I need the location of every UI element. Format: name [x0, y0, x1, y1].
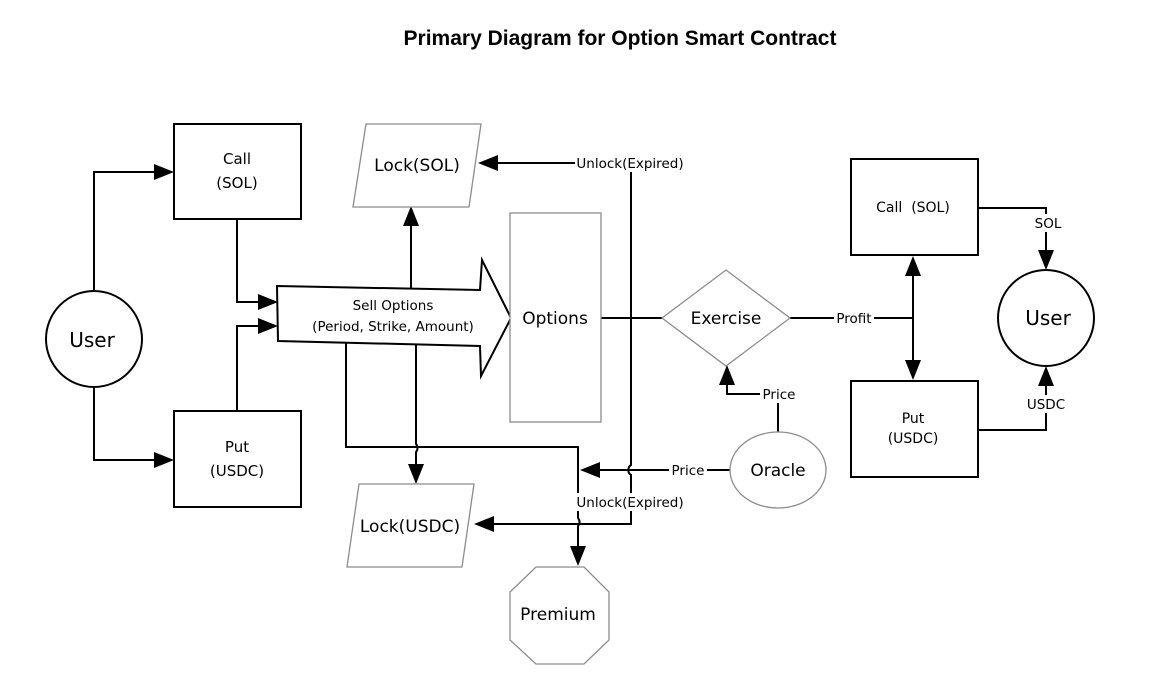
user-left-node [45, 290, 143, 388]
premium-label: Premium [520, 605, 596, 625]
call-left-sublabel: (SOL) [216, 174, 257, 192]
exercise-node [660, 269, 792, 367]
edge-label-profit: Profit [836, 311, 871, 327]
options-node [509, 212, 602, 423]
arrowhead [154, 452, 174, 468]
put-left-sublabel: (USDC) [210, 462, 264, 480]
arrowhead [570, 546, 586, 566]
arrowhead [478, 155, 498, 171]
arrowhead [1038, 250, 1054, 270]
arrowhead [905, 360, 921, 380]
connector-sell-premium [345, 340, 581, 550]
arrowhead [719, 365, 735, 385]
connector-oracle-exercise [726, 381, 779, 432]
arrowhead [580, 462, 600, 478]
lock-usdc-node [346, 483, 475, 568]
put-right-sublabel: (USDC) [888, 431, 939, 447]
edge-label-usdc: USDC [1027, 397, 1065, 413]
arrowhead [1038, 366, 1054, 386]
connector-sell-lockusdc [415, 342, 419, 468]
arrowhead [403, 206, 419, 226]
call-right-node [850, 158, 979, 256]
connector-user-call [93, 171, 158, 290]
sell-options-node [275, 256, 513, 380]
arrowhead [905, 256, 921, 276]
call-left-node [173, 123, 302, 220]
lock-sol-node [352, 123, 482, 208]
page-title: Primary Diagram for Option Smart Contrac… [404, 27, 837, 50]
edge-label-price-bus: Price [672, 463, 705, 479]
arrowhead [474, 516, 494, 532]
lock-sol-label: Lock(SOL) [374, 156, 460, 176]
connector-put-sell [236, 325, 262, 410]
connector-call-sell [236, 220, 262, 303]
put-right-label: Put [902, 411, 925, 427]
connector-user-put [93, 388, 158, 461]
arrowhead [258, 318, 278, 334]
sell-options-label: Sell Options [353, 298, 434, 314]
edge-label-unlock-bottom: Unlock(Expired) [576, 495, 683, 511]
edge-label-sol: SOL [1035, 216, 1062, 232]
exercise-label: Exercise [691, 309, 762, 329]
oracle-node [729, 431, 827, 509]
user-right-label: User [1025, 306, 1071, 330]
put-left-label: Put [225, 438, 249, 456]
put-right-node [850, 380, 979, 478]
arrowhead [408, 464, 424, 484]
sell-options-sublabel: (Period, Strike, Amount) [312, 319, 474, 335]
arrowhead [154, 164, 174, 180]
edge-label-unlock-top: Unlock(Expired) [576, 156, 683, 172]
put-left-node [173, 410, 302, 508]
user-left-label: User [69, 328, 115, 352]
arrowhead [258, 294, 278, 310]
call-right-label: Call (SOL) [876, 200, 950, 216]
user-right-node [997, 269, 1095, 367]
premium-node [509, 566, 610, 665]
edge-label-price-exercise: Price [763, 387, 796, 403]
oracle-label: Oracle [750, 461, 805, 481]
connector-call-user [978, 207, 1047, 252]
call-left-label: Call [223, 150, 251, 168]
lock-usdc-label: Lock(USDC) [360, 517, 460, 537]
options-label: Options [522, 309, 588, 329]
